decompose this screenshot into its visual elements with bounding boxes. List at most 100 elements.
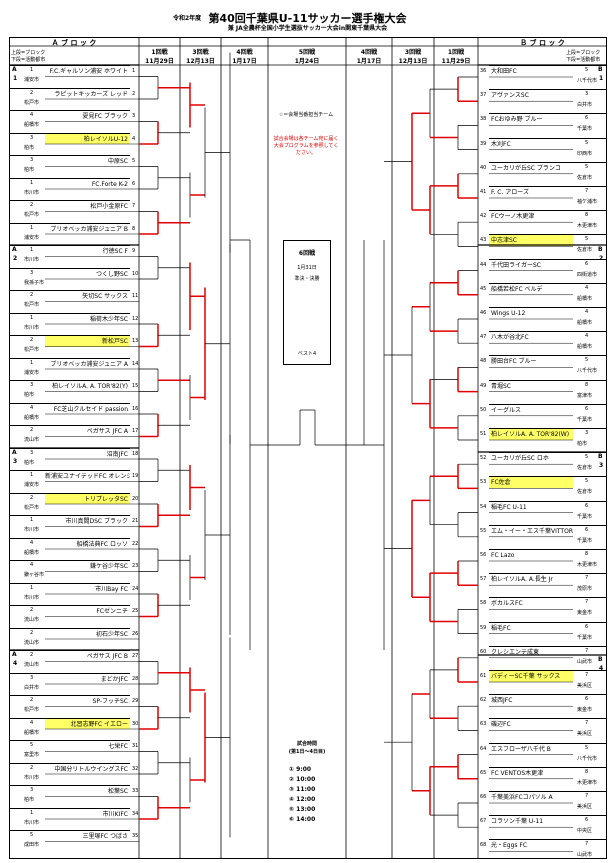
team-number: 42 xyxy=(480,213,487,220)
team-block-cell xyxy=(573,500,607,525)
team-name: 木刈FC xyxy=(489,137,573,150)
city-name: 千葉市 xyxy=(577,513,593,520)
team-block-cell xyxy=(573,137,607,162)
team-block-cell xyxy=(9,762,45,786)
group-block-number: 4 xyxy=(13,660,18,667)
block-number: 3 xyxy=(585,430,589,436)
block-number: 1 xyxy=(30,224,34,231)
group-block-number: 3 xyxy=(13,458,18,465)
team-name: 柏レイソルA. A. TOR'82(W) xyxy=(489,428,573,440)
block-number: 2 xyxy=(30,337,34,343)
block-number: 1 xyxy=(30,809,34,816)
team-name: エム・イー・エス千葉VITTORIAS FC Jr xyxy=(489,524,573,537)
round-date: 1月24日 xyxy=(294,58,320,65)
team-name: FC佐倉 xyxy=(489,476,573,489)
block-number: 5 xyxy=(585,357,589,364)
team-block-cell xyxy=(573,258,607,283)
team-name: 新浦安ユナイテッドFC オレンジ xyxy=(45,470,130,482)
team-name: 松葉SC xyxy=(45,785,130,797)
block-number: 2 xyxy=(30,652,34,658)
city-name: 木更津市 xyxy=(577,779,598,786)
team-block-cell xyxy=(573,718,607,742)
team-name: 松戸小金原FC xyxy=(45,200,130,212)
city-name: 松戸市 xyxy=(24,707,40,713)
team-block-cell xyxy=(573,742,607,767)
block-number: 3 xyxy=(30,157,34,163)
team-block-cell xyxy=(9,267,45,291)
city-name: 市川市 xyxy=(24,819,40,826)
round-date: 1月17日 xyxy=(232,58,257,65)
team-number: 48 xyxy=(480,358,487,365)
block-number: 6 xyxy=(585,696,589,703)
city-name: 東金市 xyxy=(577,707,593,714)
block-number: 7 xyxy=(585,841,589,848)
team-block-cell xyxy=(573,791,607,815)
era-label: 令和2年度 xyxy=(173,15,202,22)
city-name: 市川市 xyxy=(24,257,40,263)
block-number: 2 xyxy=(30,427,34,433)
block-number: 2 xyxy=(30,629,34,636)
team-block-cell xyxy=(573,186,607,210)
team-name: 市川真間DSC ブラック xyxy=(45,515,130,527)
block-number: 4 xyxy=(585,309,589,315)
city-name: 船橋市 xyxy=(577,320,593,326)
city-name: 松戸市 xyxy=(24,504,40,511)
team-block-cell xyxy=(573,766,607,791)
team-number: 6 xyxy=(132,180,136,187)
city-name: 浦安市 xyxy=(24,77,40,83)
team-number: 12 xyxy=(132,315,139,322)
team-number: 33 xyxy=(132,788,139,794)
team-name: 北習志野FC イエロー xyxy=(45,717,130,729)
block-number: 5 xyxy=(585,139,589,146)
city-name: 茂原市 xyxy=(577,586,593,593)
block-number: 6 xyxy=(585,260,589,267)
city-name: 船橋市 xyxy=(577,344,593,351)
team-name: 三里塚FC つばさ xyxy=(45,830,130,842)
match-times-sub: (第1日〜4日目) xyxy=(288,749,326,755)
team-block-cell xyxy=(9,695,45,718)
city-name: 東金市 xyxy=(577,610,593,617)
team-name: 新松戸SC xyxy=(45,335,130,347)
team-number: 51 xyxy=(480,431,487,437)
team-number: 64 xyxy=(480,745,487,752)
team-name: 青堀SC xyxy=(489,379,573,392)
round-label: 4回戦 xyxy=(236,49,253,56)
team-block-cell xyxy=(573,403,607,428)
team-number: 38 xyxy=(480,116,487,123)
team-block-cell xyxy=(573,621,607,646)
team-block-cell xyxy=(9,515,45,538)
team-block-cell xyxy=(9,582,45,606)
block-number: 2 xyxy=(30,494,34,501)
team-number: 1 xyxy=(132,68,136,74)
block-number: 5 xyxy=(585,163,589,170)
team-number: 46 xyxy=(480,310,487,316)
team-number: 59 xyxy=(480,624,487,631)
city-name: 山武市 xyxy=(577,852,593,859)
group-block-number: 4 xyxy=(599,665,604,672)
team-name: Wings U-12 xyxy=(489,307,573,319)
team-number: 50 xyxy=(480,406,487,413)
city-name: 中央区 xyxy=(577,828,593,835)
legend-top-left: 上段=ブロック xyxy=(11,50,46,56)
city-name: 浦安市 xyxy=(24,369,40,376)
team-name: 光・Eggs FC xyxy=(489,839,573,851)
block-number: 3 xyxy=(30,134,34,141)
city-name: 佐倉市 xyxy=(577,465,593,472)
team-number: 14 xyxy=(132,360,139,367)
team-name: 船橋法典FC ロッソ xyxy=(45,537,130,550)
block-number: 5 xyxy=(585,236,589,243)
round-label: 4回戦 xyxy=(360,49,378,56)
team-block-cell xyxy=(9,380,45,403)
block-number: 2 xyxy=(30,292,34,298)
block-number: 7 xyxy=(585,720,589,727)
match-time: ③ 11:00 xyxy=(289,786,316,793)
team-block-cell xyxy=(573,379,607,404)
team-number: 20 xyxy=(132,495,139,502)
city-name: 千葉市 xyxy=(577,126,593,133)
block-number: 1 xyxy=(30,67,34,73)
city-name: 我孫子市 xyxy=(24,279,45,286)
round-date: 11月29日 xyxy=(441,58,471,65)
team-block-cell xyxy=(573,573,607,597)
group-block-number: 1 xyxy=(13,75,18,82)
team-block-cell xyxy=(9,357,45,381)
